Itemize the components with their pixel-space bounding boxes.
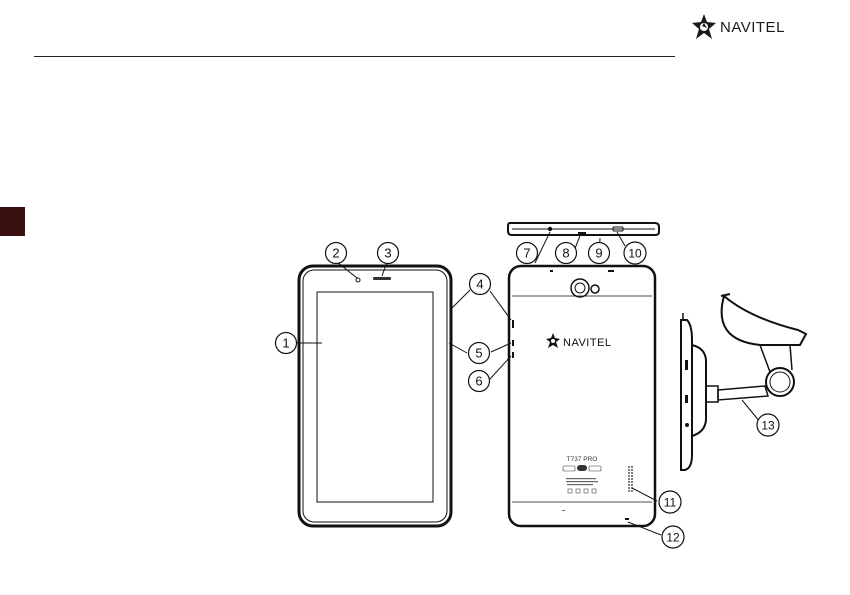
device-model-label: T737 PRO — [567, 456, 598, 463]
callout-13: 13 — [757, 414, 779, 436]
flash-icon — [591, 285, 599, 293]
svg-text:1: 1 — [282, 336, 289, 351]
callout-11: 11 — [659, 491, 681, 513]
callout-6: 6 — [469, 371, 490, 392]
tablet-back-view: NAVITEL T737 PRO — [509, 266, 655, 526]
side-button-icon — [512, 320, 514, 328]
svg-text:8: 8 — [562, 246, 569, 261]
callout-leaders — [297, 232, 760, 535]
svg-text:4: 4 — [476, 277, 483, 292]
headphone-jack-icon — [548, 227, 552, 231]
tablet-side-view-with-holder — [681, 294, 806, 470]
svg-text:7: 7 — [523, 246, 530, 261]
callout-8: 8 — [556, 243, 577, 264]
callout-1: 1 — [276, 333, 297, 354]
svg-text:12: 12 — [666, 531, 680, 545]
callout-2: 2 — [326, 243, 347, 264]
back-logo-text: NAVITEL — [563, 337, 612, 349]
svg-text:2: 2 — [332, 246, 339, 261]
back-logo: NAVITEL — [546, 333, 612, 349]
svg-text:13: 13 — [761, 419, 775, 433]
svg-text:5: 5 — [475, 346, 482, 361]
earpiece-icon — [373, 277, 391, 280]
callout-9: 9 — [589, 243, 610, 264]
svg-text:11: 11 — [664, 496, 677, 510]
svg-text:10: 10 — [628, 247, 642, 261]
tablet-top-edge-view — [508, 223, 659, 235]
callout-4: 4 — [470, 274, 491, 295]
svg-text:9: 9 — [595, 246, 602, 261]
callout-10: 10 — [624, 242, 646, 264]
callout-3: 3 — [378, 243, 399, 264]
front-camera-icon — [356, 278, 360, 282]
svg-text:3: 3 — [384, 246, 391, 261]
callout-12: 12 — [662, 526, 684, 548]
rear-camera-icon — [571, 279, 589, 297]
svg-text:6: 6 — [475, 374, 482, 389]
tablet-front-view — [299, 266, 451, 526]
microphone-icon — [625, 518, 629, 520]
callout-5: 5 — [469, 343, 490, 364]
callout-7: 7 — [517, 243, 538, 264]
